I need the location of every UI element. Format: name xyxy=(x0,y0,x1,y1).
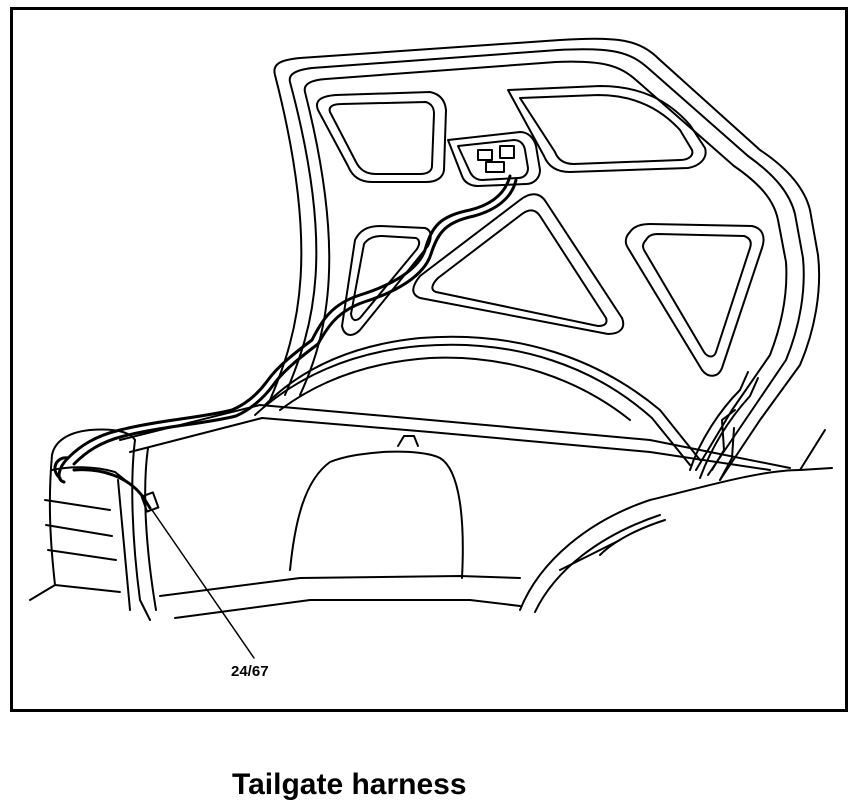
figure-caption: Tailgate harness xyxy=(232,768,467,801)
wiring-harness xyxy=(55,176,516,508)
trunk-interior xyxy=(132,436,520,620)
tailgate-lid xyxy=(270,39,819,480)
trunk-opening xyxy=(120,337,832,470)
callout-leader-line xyxy=(152,510,254,658)
connector-24-67 xyxy=(142,492,159,511)
connector-callout-label: 24/67 xyxy=(231,663,269,680)
rear-fender-right xyxy=(520,470,800,612)
figure-frame xyxy=(10,7,848,712)
